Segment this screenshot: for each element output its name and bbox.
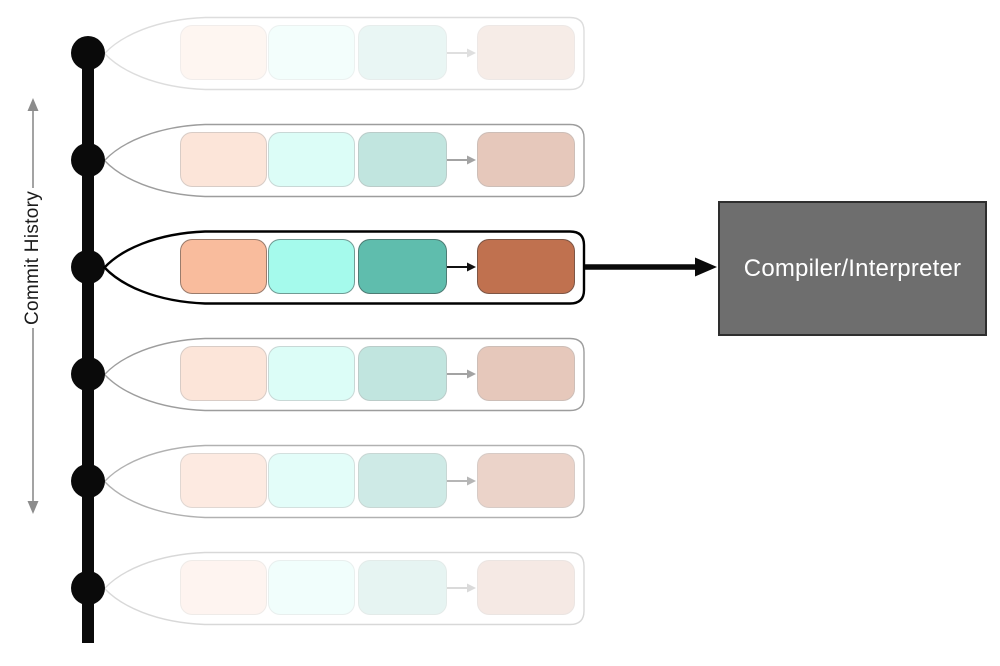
pipeline-stage-box	[268, 238, 355, 294]
commit-node-icon	[71, 250, 105, 284]
stage-arrow-icon	[447, 262, 476, 271]
commit-row	[71, 550, 587, 627]
pipeline-stage-box	[358, 131, 447, 187]
commit-row	[71, 443, 587, 520]
snapshot-tag-outline-icon	[103, 337, 585, 411]
commit-history-label: Commit History	[22, 190, 43, 326]
pipeline-output-box	[477, 452, 575, 508]
snapshot-tag	[103, 336, 587, 413]
commit-node-icon	[71, 143, 105, 177]
snapshot-tag-outline-icon	[103, 16, 585, 90]
pipeline-stage-box	[180, 559, 267, 615]
pipeline-output-box	[477, 238, 575, 294]
stage-arrow-icon	[447, 48, 476, 57]
pipeline-stage-box	[180, 345, 267, 401]
snapshot-tag-outline-icon	[103, 444, 585, 518]
snapshot-tag	[103, 15, 587, 92]
pipeline-stage-box	[268, 559, 355, 615]
commit-node-icon	[71, 357, 105, 391]
stage-arrow-icon	[447, 155, 476, 164]
pipeline-stage-box	[268, 345, 355, 401]
stage-arrow-icon	[447, 476, 476, 485]
pipeline-output-box	[477, 345, 575, 401]
snapshot-tag-outline-icon	[103, 123, 585, 197]
commit-history-arrow-icon	[27, 98, 39, 514]
snapshot-tag	[102, 229, 587, 306]
pipeline-stage-box	[180, 131, 267, 187]
pipeline-stage-box	[358, 24, 447, 80]
pipeline-stage-box	[268, 24, 355, 80]
stage-arrow-icon	[447, 369, 476, 378]
commit-row	[71, 122, 587, 199]
pipeline-stage-box	[358, 238, 447, 294]
commit-row	[71, 15, 587, 92]
snapshot-tag-outline-icon	[103, 551, 585, 625]
pipeline-stage-box	[180, 452, 267, 508]
commit-node-icon	[71, 464, 105, 498]
pipeline-output-box	[477, 24, 575, 80]
pipeline-stage-box	[358, 345, 447, 401]
pipeline-stage-box	[268, 131, 355, 187]
compiler-box: Compiler/Interpreter	[718, 201, 987, 336]
snapshot-tag	[103, 443, 587, 520]
compiler-box-label: Compiler/Interpreter	[743, 254, 962, 282]
pipeline-output-box	[477, 131, 575, 187]
pipeline-stage-box	[268, 452, 355, 508]
pipeline-stage-box	[358, 559, 447, 615]
pipeline-stage-box	[358, 452, 447, 508]
snapshot-tag	[103, 550, 587, 627]
stage-arrow-icon	[447, 583, 476, 592]
commit-row	[71, 336, 587, 413]
compiler-arrow-icon	[585, 257, 717, 277]
snapshot-tag	[103, 122, 587, 199]
commit-row	[71, 229, 587, 306]
commit-node-icon	[71, 571, 105, 605]
commit-node-icon	[71, 36, 105, 70]
pipeline-stage-box	[180, 238, 267, 294]
pipeline-stage-box	[180, 24, 267, 80]
pipeline-output-box	[477, 559, 575, 615]
